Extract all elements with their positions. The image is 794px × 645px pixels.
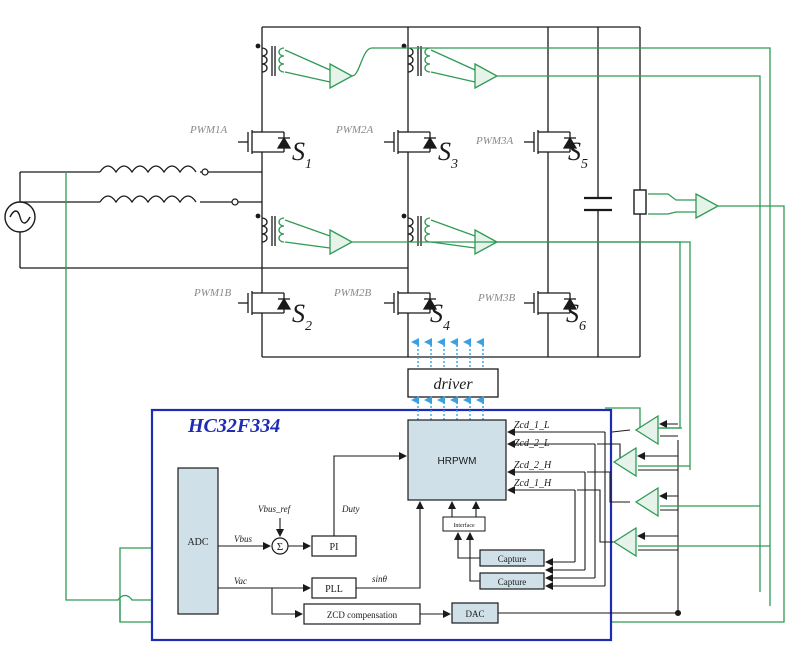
capture-label-1: Capture [498,554,527,564]
vac-label: Vac [234,576,247,586]
switch-label-s1: S1 [292,137,312,172]
pwm-label-s2: PWM1B [193,287,232,299]
zcd-comparators [612,414,659,558]
ct-bottom-2 [401,213,431,246]
zcd-label-1h: Zcd_1_H [514,478,552,489]
duty-label: Duty [341,504,360,514]
switch-label-s4: S4 [430,299,450,334]
vbus-label: Vbus [234,534,252,544]
pll-label: PLL [325,584,343,595]
switch-label-s5: S5 [568,137,588,172]
pwm-label-s4: PWM2B [333,287,372,299]
pwm-label-s3: PWM2A [335,124,374,136]
ct-bottom-1 [255,213,285,246]
amp-ct-top-1 [329,62,354,90]
comparator-zcd2h [634,486,659,518]
comparator-zcd2l [612,446,637,478]
hrpwm-label: HRPWM [438,456,477,467]
power-stage [19,26,641,358]
sin-theta-label: sinθ [372,574,388,584]
mosfet-s3 [384,120,438,164]
boost-inductor-2 [99,195,197,204]
comparator-zcd1l [634,414,659,446]
ct-top-2 [401,43,431,76]
current-transformers [255,43,431,246]
vbus-ref-label: Vbus_ref [258,504,292,514]
amp-ct-top-2 [474,62,499,90]
hrpwm-block [407,419,507,501]
inductor-dot-1 [201,168,209,176]
zcd-label-2l: Zcd_2_L [514,438,550,449]
mcu-boundary [150,408,613,642]
driver-label: driver [433,376,473,393]
switch-label-s6: S6 [566,299,586,334]
inductor-dot-2 [231,198,239,206]
interface-label: Interface [453,522,475,529]
comparator-zcd1h [612,526,637,558]
load-resistor [633,189,647,215]
mosfet-switches [238,120,578,325]
switch-label-s2: S2 [292,299,312,334]
ct-top-1 [255,43,285,76]
switch-label-s3: S3 [438,137,458,172]
mosfet-s2 [238,281,292,325]
pwm-label-s1: PWM1A [189,124,228,136]
mosfet-s1 [238,120,292,164]
amp-ct-bottom-1 [329,228,354,256]
mosfet-s5 [524,120,578,164]
zcd-label-2h: Zcd_2_H [514,460,552,471]
adc-label: ADC [187,537,208,548]
driver-box [407,368,499,398]
interface-block [442,516,486,532]
zcd-compensation-label: ZCD compensation [327,610,398,620]
dac-label: DAC [465,609,484,619]
signal-wires [65,47,785,623]
switch-labels: PWM1A S1 PWM2A S3 PWM3A S5 PWM1B S2 PWM2… [189,124,588,334]
comparator-sense-inputs [638,427,770,547]
capture-label-2: Capture [498,577,527,587]
ac-source [4,201,36,233]
gate-signal-arrows [411,338,484,420]
comparator-inputs [637,420,678,551]
sum-symbol: Σ [277,541,283,553]
mosfet-s6 [524,281,578,325]
boost-inductor-1 [99,165,197,174]
adc-block [177,467,219,615]
mcu-signal-labels: Vbus_ref Vbus Vac Duty sinθ Zcd_1_L Zcd_… [234,420,552,586]
mcu-title: HC32F334 [187,415,280,437]
zcd-label-1l: Zcd_1_L [514,420,550,431]
pwm-label-s6: PWM3B [477,292,516,304]
amp-vbus [695,192,720,220]
ct-amplifiers [329,62,720,256]
dc-link-capacitor [584,196,612,212]
mosfet-s4 [384,281,438,325]
pwm-label-s5: PWM3A [475,135,514,147]
pi-label: PI [330,542,339,553]
